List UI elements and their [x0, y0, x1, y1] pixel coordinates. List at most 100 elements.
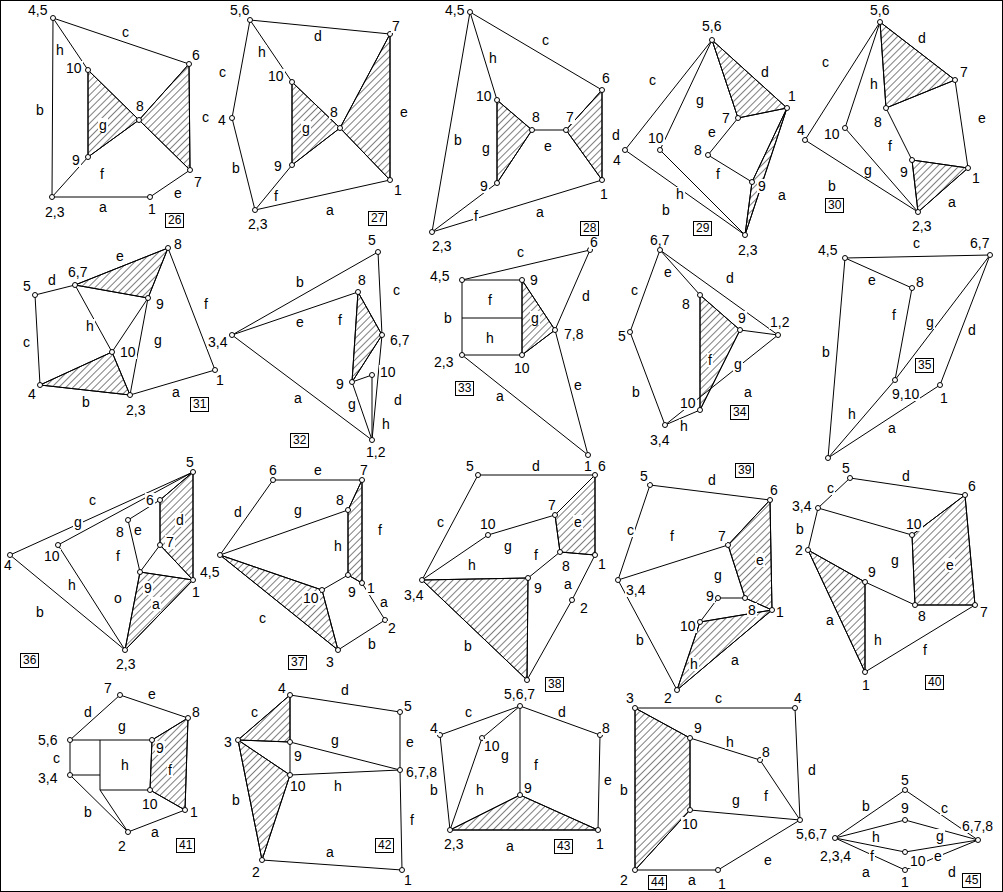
vertex-dot — [183, 808, 188, 813]
figure-edge — [700, 295, 701, 410]
vertex-dot — [878, 20, 883, 25]
vertex-dot — [698, 620, 703, 625]
vertex-edge-label: e — [663, 265, 673, 279]
vertex-edge-label: 3,4 — [37, 771, 58, 785]
vertex-edge-label: c — [912, 236, 921, 250]
vertex-dot — [420, 578, 425, 583]
vertex-dot — [526, 576, 531, 581]
figure-edge — [532, 130, 566, 131]
vertex-edge-label: 6 — [191, 48, 201, 62]
figure-edge — [566, 130, 602, 180]
figure-edge — [520, 706, 600, 735]
vertex-dot — [38, 383, 43, 388]
figure-edge — [845, 258, 912, 288]
figure-edge — [292, 128, 340, 165]
vertex-edge-label: a — [151, 597, 161, 611]
vertex-edge-label: 2,3 — [443, 837, 464, 851]
figure-edge — [965, 495, 975, 605]
vertex-dot — [716, 596, 721, 601]
vertex-edge-label: 6,7 — [969, 236, 990, 250]
vertex-edge-label: c — [258, 611, 267, 625]
vertex-edge-label: f — [715, 167, 721, 181]
vertex-edge-label: b — [231, 161, 241, 175]
figure-number: 36 — [23, 653, 36, 667]
figure-edge — [292, 82, 293, 165]
vertex-edge-label: d — [581, 289, 591, 303]
figure-edge — [255, 180, 390, 210]
vertex-edge-label: 2 — [387, 621, 397, 635]
vertex-dot — [863, 580, 868, 585]
vertex-edge-label: b — [35, 605, 45, 619]
vertex-edge-label: e — [867, 273, 877, 287]
vertex-edge-label: b — [453, 133, 463, 147]
vertex-dot — [290, 163, 295, 168]
figure-edge — [595, 475, 596, 555]
vertex-edge-label: 10 — [267, 69, 285, 83]
vertex-dot — [148, 788, 153, 793]
vertex-edge-label: c — [626, 523, 635, 537]
vertex-dot — [658, 148, 663, 153]
vertex-edge-label: b — [463, 639, 473, 653]
figure-edge — [470, 12, 497, 100]
vertex-dot — [833, 836, 838, 841]
vertex-edge-label: f — [922, 643, 928, 657]
vertex-edge-label: 6,7 — [649, 233, 670, 247]
vertex-edge-label: 9 — [273, 159, 283, 173]
vertex-edge-label: 2,3 — [125, 403, 146, 417]
figure-edge — [290, 695, 291, 742]
vertex-edge-label: d — [531, 459, 541, 473]
vertex-dot — [776, 333, 781, 338]
figure-edge — [88, 120, 139, 157]
vertex-dot — [338, 126, 343, 131]
vertex-edge-label: 5 — [900, 773, 910, 787]
figure-edge — [220, 480, 273, 555]
vertex-edge-label: 1 — [900, 875, 910, 889]
vertex-edge-label: b — [619, 783, 629, 797]
vertex-edge-label: 8 — [601, 721, 611, 735]
vertex-edge-label: 3,4 — [791, 499, 812, 513]
hatched-region — [450, 795, 598, 830]
vertex-edge-label: 5,6,7 — [503, 687, 536, 701]
vertex-dot — [126, 518, 131, 523]
figure-edge — [572, 555, 595, 600]
figure-edge — [625, 40, 712, 150]
figure-edge — [818, 508, 912, 535]
vertex-edge-label: 8 — [191, 705, 201, 719]
figure-edge — [635, 870, 718, 871]
vertex-dot — [706, 153, 711, 158]
vertex-dot — [903, 868, 908, 873]
vertex-edge-label: d — [807, 763, 817, 777]
hatched-region — [75, 248, 168, 298]
vertex-edge-label: 7 — [391, 19, 401, 33]
figure-edge — [10, 472, 193, 555]
vertex-dot — [770, 608, 775, 613]
vertex-edge-label: 4,5 — [429, 269, 450, 283]
figure-edge — [340, 34, 390, 128]
figure-edge — [352, 382, 372, 440]
vertex-edge-label: 3,4 — [403, 588, 424, 602]
vertex-edge-label: h — [485, 331, 495, 345]
figure-edge — [886, 108, 912, 160]
vertex-edge-label: 7 — [717, 529, 727, 543]
vertex-edge-label: 2,3 — [247, 217, 268, 231]
vertex-edge-label: 8 — [357, 273, 367, 287]
vertex-edge-label: 1 — [366, 581, 376, 595]
vertex-edge-label: b — [429, 783, 439, 797]
figure-edge — [52, 157, 88, 197]
figure-edge — [905, 840, 978, 870]
vertex-edge-label: e — [977, 111, 987, 125]
vertex-edge-label: 7 — [165, 535, 175, 549]
vertex-edge-label: g — [117, 719, 127, 733]
vertex-edge-label: 9 — [293, 749, 303, 763]
figure-edge — [522, 330, 555, 355]
vertex-dot — [370, 373, 375, 378]
figure-edge — [292, 82, 340, 128]
vertex-edge-label: 4,5 — [27, 3, 48, 17]
vertex-dot — [236, 738, 241, 743]
vertex-dot — [150, 738, 155, 743]
vertex-edge-label: a — [505, 839, 515, 853]
vertex-dot — [843, 256, 848, 261]
vertex-edge-label: 3,4 — [625, 583, 646, 597]
figure-number-box: 44 — [648, 875, 667, 890]
vertex-dot — [248, 18, 253, 23]
